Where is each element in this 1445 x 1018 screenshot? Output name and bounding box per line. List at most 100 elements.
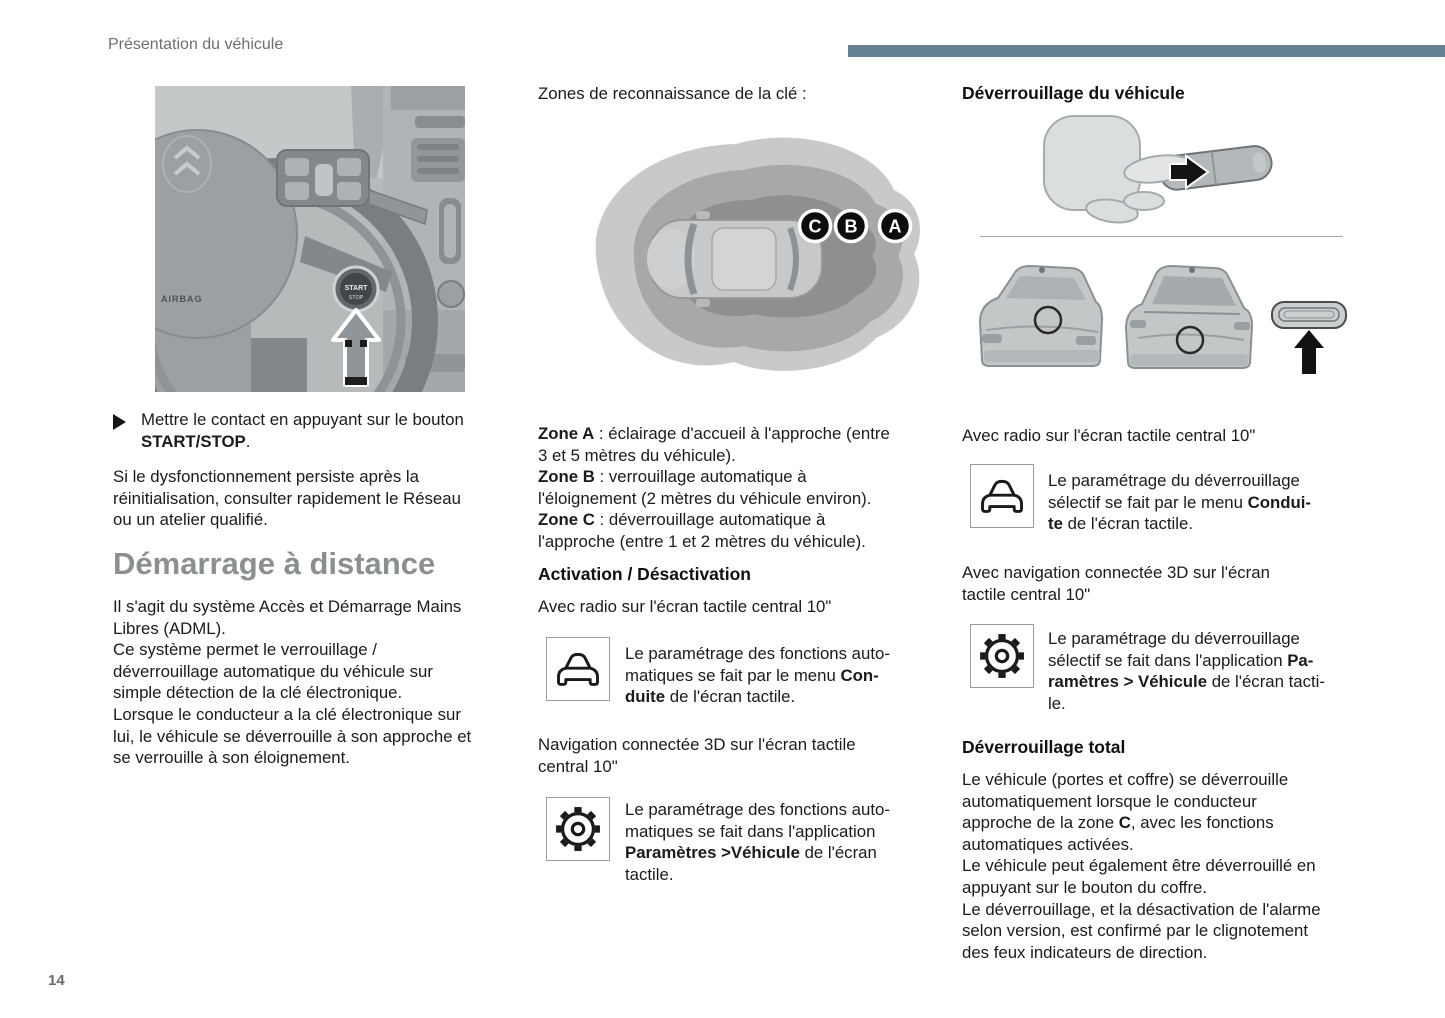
text-line: automatiques activées. — [962, 834, 1134, 854]
text-line: déverrouillage automatique du véhicule s… — [113, 661, 433, 681]
hand-key-illustration — [1043, 115, 1273, 224]
nav-caption: Navigation connectée 3D sur l'écran tact… — [538, 734, 856, 777]
text-line: tactile central 10" — [962, 584, 1091, 604]
dashboard-start-stop-illustration: AIRBAG START STOP — [155, 86, 465, 392]
zone-descriptions: Zone A : éclairage d'accueil à l'approch… — [538, 423, 890, 553]
settings-icon-box — [546, 797, 610, 861]
total-unlock-heading: Déverrouillage total — [962, 737, 1126, 757]
right-arrow-icon — [1169, 154, 1210, 190]
text-line: matiques se fait par le menu Con- — [625, 665, 879, 685]
trunk-button-marker — [1175, 325, 1205, 355]
text-line: simple détection de la clé électronique. — [113, 683, 403, 703]
text-line: Zone B : verrouillage automatique à — [538, 467, 807, 487]
trunk-button-marker — [1033, 305, 1063, 335]
car-rear-fastback — [1124, 264, 1254, 369]
car-menu-paragraph: Le paramétrage des fonctions auto-matiqu… — [625, 643, 890, 708]
car-front-icon — [557, 652, 599, 686]
start-stop-button: START STOP — [332, 265, 380, 313]
text-line: le. — [1048, 693, 1066, 713]
citroen-chevron-logo — [173, 145, 201, 160]
text-line: 3 et 5 mètres du véhicule). — [538, 445, 736, 465]
malfunction-note: Si le dysfonctionnement persiste après l… — [113, 466, 461, 531]
radio-caption: Avec radio sur l'écran tactile central 1… — [962, 426, 1256, 445]
start-instruction: Mettre le contact en appuyant sur le bou… — [141, 409, 464, 452]
text-line: Ce système permet le verrouillage / — [113, 640, 377, 660]
svg-text:B: B — [845, 217, 858, 237]
text-line: ou un atelier qualifié. — [113, 510, 268, 530]
text-line: duite de l'écran tactile. — [625, 687, 796, 707]
section-title-remote-start: Démarrage à distance — [113, 546, 436, 581]
car-menu-icon-box — [970, 464, 1034, 528]
zone-badge-a: A — [877, 208, 913, 244]
text-line: Le paramétrage du déverrouillage — [1048, 629, 1300, 648]
text-line: Mettre le contact en appuyant sur le bou… — [141, 410, 464, 429]
text-line: Navigation connectée 3D sur l'écran tact… — [538, 735, 856, 754]
text-line: Le véhicule (portes et coffre) se déverr… — [962, 770, 1289, 789]
radio-caption: Avec radio sur l'écran tactile central 1… — [538, 597, 832, 616]
up-arrow-icon — [1294, 330, 1324, 374]
gear-icon — [980, 634, 1024, 678]
text-line: Lorsque le conducteur a la clé électroni… — [113, 704, 461, 724]
key-zones-title: Zones de reconnaissance de la clé : — [538, 84, 807, 103]
text-line: l'approche (entre 1 et 2 mètres du véhic… — [538, 531, 866, 551]
car-top-view — [647, 211, 823, 307]
text-line: sélectif se fait par le menu Condui- — [1048, 492, 1311, 512]
trunk-handle-button — [1271, 301, 1347, 374]
text-line: des feux indicateurs de direction. — [962, 942, 1208, 962]
text-line: Le paramétrage des fonctions auto- — [625, 800, 890, 819]
gear-icon — [556, 807, 600, 851]
text-line: START/STOP. — [141, 431, 251, 451]
text-line: Libres (ADML). — [113, 618, 226, 638]
text-line: Le paramétrage du déverrouillage — [1048, 471, 1300, 490]
text-line: Paramètres >Véhicule de l'écran — [625, 843, 877, 863]
svg-text:A: A — [889, 217, 902, 237]
text-line: lui, le véhicule se déverrouille à son a… — [113, 726, 472, 746]
up-arrow-icon — [331, 308, 381, 387]
car-front-icon — [981, 479, 1023, 513]
text-line: Il s'agit du système Accès et Démarrage … — [113, 597, 462, 616]
airbag-pad — [155, 129, 298, 339]
zone-badge-c: C — [797, 208, 833, 244]
bullet-arrow-icon — [113, 414, 126, 430]
activation-heading: Activation / Désactivation — [538, 564, 751, 584]
text-line: ramètres > Véhicule de l'écran tacti- — [1048, 672, 1325, 692]
unlock-heading: Déverrouillage du véhicule — [962, 83, 1185, 103]
total-unlock-paragraph: Le véhicule (portes et coffre) se déverr… — [962, 769, 1321, 963]
text-line: central 10" — [538, 756, 618, 776]
trunk-unlock-illustration — [978, 264, 1347, 374]
text-line: l'éloignement (2 mètres du véhicule envi… — [538, 488, 872, 508]
page-number: 14 — [48, 972, 65, 989]
text-line: te de l'écran tactile. — [1048, 514, 1193, 534]
header-accent-bar — [848, 45, 1445, 57]
key-recognition-zones-illustration: C B A — [595, 137, 920, 371]
text-line: Zone A : éclairage d'accueil à l'approch… — [538, 424, 890, 443]
start-label: START — [345, 285, 369, 292]
text-line: appuyant sur le bouton du coffre. — [962, 877, 1208, 897]
text-line: sélectif se fait dans l'application Pa- — [1048, 650, 1314, 670]
text-line: Le déverrouillage, et la désactivation d… — [962, 899, 1321, 919]
page-header-title: Présentation du véhicule — [108, 36, 284, 53]
nav-caption: Avec navigation connectée 3D sur l'écran… — [962, 562, 1270, 605]
text-line: approche de la zone C, avec les fonction… — [962, 813, 1274, 833]
selective-unlock-app-paragraph: Le paramétrage du déverrouillage sélectif… — [1048, 628, 1325, 714]
svg-text:C: C — [809, 217, 822, 237]
zone-badge-b: B — [833, 208, 869, 244]
settings-icon-box — [970, 624, 1034, 688]
car-rear-sedan — [978, 264, 1104, 367]
stop-label: STOP — [349, 295, 364, 301]
selective-unlock-menu-paragraph: Le paramétrage du déverrouillage sélectif… — [1048, 470, 1311, 535]
text-line: Si le dysfonctionnement persiste après l… — [113, 467, 419, 486]
text-line: Le paramétrage des fonctions auto- — [625, 644, 890, 663]
text-line: automatiquement lorsque le conducteur — [962, 791, 1257, 811]
airbag-label: AIRBAG — [161, 294, 203, 304]
adml-paragraph: Il s'agit du système Accès et Démarrage … — [113, 596, 471, 769]
text-line: selon version, est confirmé par le clign… — [962, 921, 1309, 941]
text-line: Avec navigation connectée 3D sur l'écran — [962, 563, 1270, 582]
car-menu-icon-box — [546, 637, 610, 701]
text-line: matiques se fait dans l'application — [625, 821, 876, 841]
text-line: réinitialisation, consulter rapidement l… — [113, 488, 461, 508]
settings-app-paragraph: Le paramétrage des fonctions auto-matiqu… — [625, 799, 890, 885]
text-line: tactile. — [625, 864, 674, 884]
text-line: Zone C : déverrouillage automatique à — [538, 510, 826, 530]
